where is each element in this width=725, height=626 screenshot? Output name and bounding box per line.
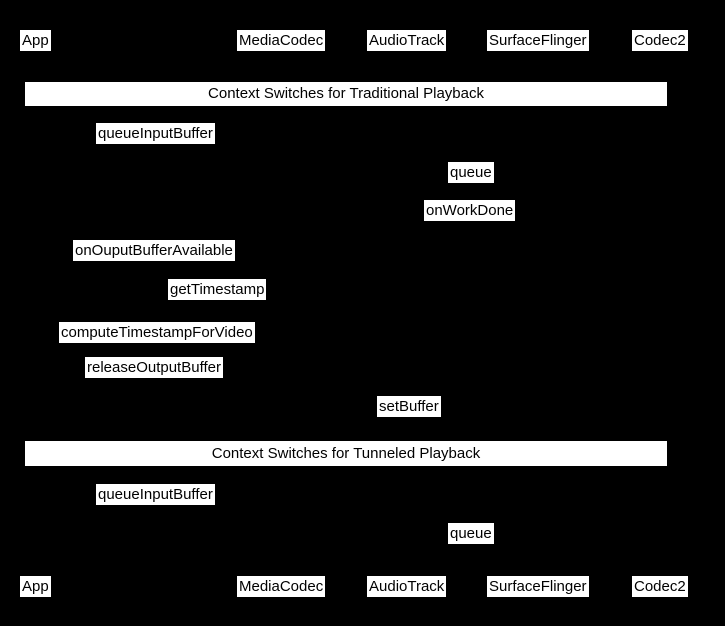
participant-app-bottom: App bbox=[20, 576, 51, 597]
participant-codec2-bottom: Codec2 bbox=[632, 576, 688, 597]
message-gettimestamp: getTimestamp bbox=[168, 279, 267, 300]
participant-surfaceflinger-top: SurfaceFlinger bbox=[487, 30, 589, 51]
message-computetimestampforvideo: computeTimestampForVideo bbox=[59, 322, 255, 343]
participant-codec2-top: Codec2 bbox=[632, 30, 688, 51]
participant-audiotrack-top: AudioTrack bbox=[367, 30, 447, 51]
message-onworkdone: onWorkDone bbox=[424, 200, 516, 221]
message-queue-tunneled: queue bbox=[448, 523, 494, 544]
participant-mediacodec-bottom: MediaCodec bbox=[237, 576, 326, 597]
message-queueinputbuffer-tunneled: queueInputBuffer bbox=[96, 484, 215, 505]
participant-app-top: App bbox=[20, 30, 51, 51]
message-onouputbufferavailable: onOuputBufferAvailable bbox=[73, 240, 235, 261]
participant-audiotrack-bottom: AudioTrack bbox=[367, 576, 447, 597]
participant-surfaceflinger-bottom: SurfaceFlinger bbox=[487, 576, 589, 597]
section-title-tunneled-playback: Context Switches for Tunneled Playback bbox=[25, 441, 667, 466]
message-queueinputbuffer-traditional: queueInputBuffer bbox=[96, 123, 215, 144]
message-setbuffer: setBuffer bbox=[377, 396, 441, 417]
participant-mediacodec-top: MediaCodec bbox=[237, 30, 326, 51]
section-title-traditional-playback: Context Switches for Traditional Playbac… bbox=[25, 82, 667, 106]
message-releaseoutputbuffer: releaseOutputBuffer bbox=[85, 357, 223, 378]
message-queue-traditional: queue bbox=[448, 162, 494, 183]
